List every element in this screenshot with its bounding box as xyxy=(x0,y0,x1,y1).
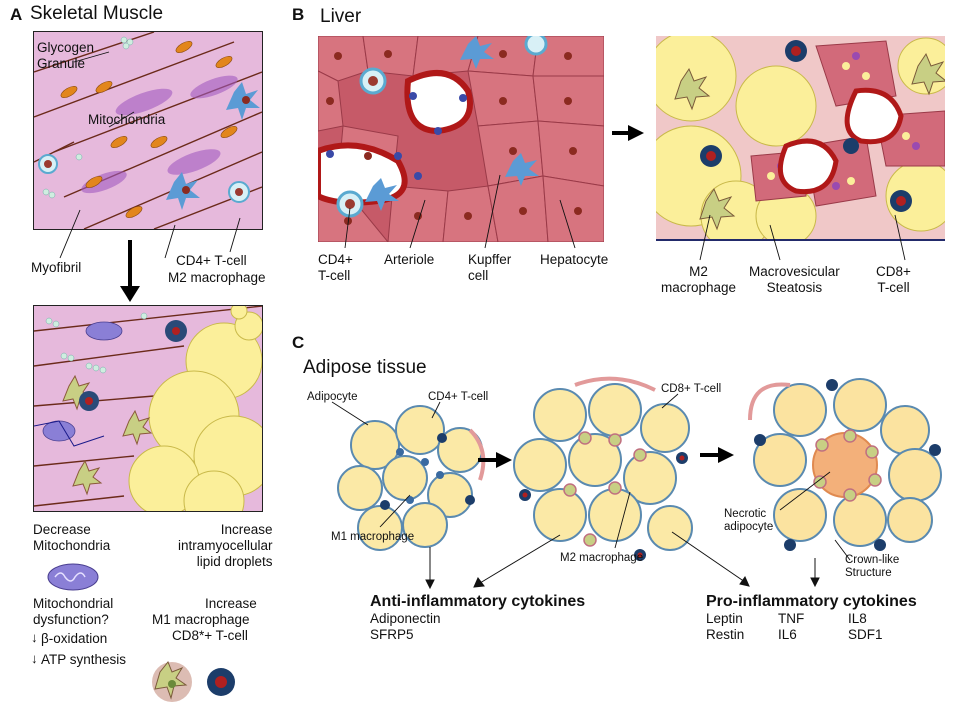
label-m2-macrophage-liver: M2 macrophage xyxy=(661,264,737,295)
label-m1-macrophage: M1 macrophage xyxy=(152,612,250,627)
label-kupffer-cell: Kupffer cell xyxy=(468,252,512,283)
panel-b-letter: B xyxy=(292,5,305,24)
pro-inflammatory-item-il8: IL8 xyxy=(848,611,867,626)
label-m1-macrophage-adipose: M1 macrophage xyxy=(331,531,415,543)
label-m2-macrophage-adipose: M2 macrophage xyxy=(560,552,644,564)
panel-c-letter: C xyxy=(292,333,305,352)
label-mitochondrial-dysfunction: Mitochondrial dysfunction? xyxy=(33,596,114,627)
panel-a-title: Skeletal Muscle xyxy=(30,3,164,24)
label-cd4-tcell-liver: CD4+ T-cell xyxy=(318,252,353,283)
label-crown-like-structure: Crown-like Structure xyxy=(845,554,900,579)
muscle-healthy-illustration xyxy=(33,31,263,230)
muscle-obese-illustration xyxy=(33,305,263,512)
label-arteriole: Arteriole xyxy=(384,252,435,267)
panel-c-title: Adipose tissue xyxy=(303,357,427,378)
label-atp-synthesis: ATP synthesis xyxy=(41,652,127,667)
label-cd8-tcell-muscle: CD8*+ T-cell xyxy=(172,628,248,643)
label-cd4-tcell-muscle: CD4+ T-cell xyxy=(176,253,247,268)
label-myofibril: Myofibril xyxy=(31,260,82,275)
label-increase-lipid: Increase intramyocellular lipid droplets xyxy=(178,522,273,569)
down-arrow-atp-icon: ↓ xyxy=(31,651,38,666)
label-m2-macrophage-muscle: M2 macrophage xyxy=(168,270,266,285)
anti-inflammatory-item-1: Adiponectin xyxy=(370,611,441,626)
pro-inflammatory-item-leptin: Leptin xyxy=(706,611,743,626)
label-necrotic-adipocyte: Necrotic adipocyte xyxy=(724,508,774,533)
pro-inflammatory-item-sdf1: SDF1 xyxy=(848,627,883,642)
pro-inflammatory-item-il6: IL6 xyxy=(778,627,797,642)
label-cd4-tcell-adipose: CD4+ T-cell xyxy=(428,391,489,403)
label-increase: Increase xyxy=(205,596,257,611)
pro-inflammatory-title: Pro-inflammatory cytokines xyxy=(706,593,917,610)
label-adipocyte: Adipocyte xyxy=(307,391,358,403)
label-hepatocyte: Hepatocyte xyxy=(540,252,609,267)
label-beta-oxidation: β-oxidation xyxy=(41,631,108,646)
pro-inflammatory-item-restin: Restin xyxy=(706,627,745,642)
label-cd8-tcell-liver: CD8+ T-cell xyxy=(876,264,911,295)
label-mitochondria: Mitochondria xyxy=(88,112,166,127)
down-arrow-beta-icon: ↓ xyxy=(31,630,38,645)
label-decrease-mitochondria: Decrease Mitochondria xyxy=(33,522,111,553)
label-glycogen-granule: Glycogen Granule xyxy=(37,40,95,71)
panel-b-title: Liver xyxy=(320,6,362,27)
liver-steatosis-illustration xyxy=(656,36,945,241)
label-macrovesicular-steatosis: Macrovesicular Steatosis xyxy=(749,264,840,295)
anti-inflammatory-title: Anti-inflammatory cytokines xyxy=(370,593,586,610)
anti-inflammatory-item-2: SFRP5 xyxy=(370,627,414,642)
liver-healthy-illustration xyxy=(318,36,604,242)
panel-a-letter: A xyxy=(10,5,23,24)
pro-inflammatory-item-tnf: TNF xyxy=(778,611,805,626)
label-cd8-tcell-adipose: CD8+ T-cell xyxy=(661,383,722,395)
